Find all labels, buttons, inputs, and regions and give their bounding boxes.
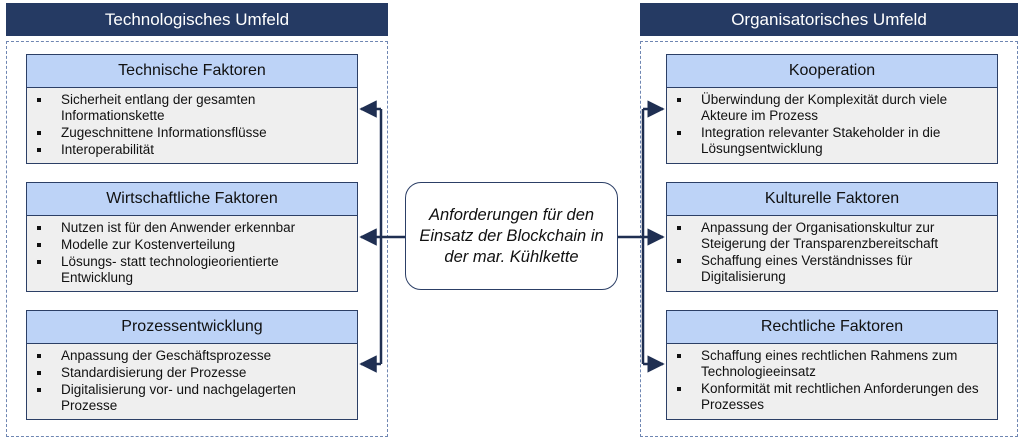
- list-item: Modelle zur Kostenverteilung: [37, 237, 351, 253]
- left-column-header: Technologisches Umfeld: [6, 3, 388, 36]
- list-item: Anpassung der Organisationskultur zur St…: [677, 220, 991, 252]
- factor-prozessentwicklung: Prozessentwicklung Anpassung der Geschäf…: [26, 310, 358, 420]
- list-item: Zugeschnittene Informationsflüsse: [37, 125, 351, 141]
- list-item: Sicherheit entlang der gesamten Informat…: [37, 92, 351, 124]
- factor-list: Überwindung der Komplexität durch viele …: [667, 88, 997, 157]
- factor-kooperation: Kooperation Überwindung der Komplexität …: [666, 54, 998, 164]
- factor-list: Anpassung der Geschäftsprozesse Standard…: [27, 344, 357, 414]
- list-item: Konformität mit rechtlichen Anforderunge…: [677, 381, 991, 413]
- list-item: Digitalisierung vor- und nachgelagerten …: [37, 382, 351, 414]
- list-item: Nutzen ist für den Anwender erkennbar: [37, 220, 351, 236]
- factor-title: Kulturelle Faktoren: [667, 183, 997, 216]
- left-group-box: [6, 41, 388, 437]
- right-column-header: Organisatorisches Umfeld: [640, 3, 1018, 36]
- factor-title: Prozessentwicklung: [27, 311, 357, 344]
- factor-title: Technische Faktoren: [27, 55, 357, 88]
- list-item: Standardisierung der Prozesse: [37, 365, 351, 381]
- central-requirement-label: Anforderungen für den Einsatz der Blockc…: [419, 205, 604, 266]
- factor-technische: Technische Faktoren Sicherheit entlang d…: [26, 54, 358, 164]
- factor-list: Schaffung eines rechtlichen Rahmens zum …: [667, 344, 997, 413]
- list-item: Schaffung eines Verständnisses für Digit…: [677, 253, 991, 285]
- factor-wirtschaftliche: Wirtschaftliche Faktoren Nutzen ist für …: [26, 182, 358, 292]
- factor-title: Rechtliche Faktoren: [667, 311, 997, 344]
- factor-kulturelle: Kulturelle Faktoren Anpassung der Organi…: [666, 182, 998, 292]
- list-item: Integration relevanter Stakeholder in di…: [677, 125, 991, 157]
- right-group-box: [640, 41, 1018, 437]
- list-item: Lösungs- statt technologieorientierte En…: [37, 254, 351, 286]
- list-item: Überwindung der Komplexität durch viele …: [677, 92, 991, 124]
- factor-title: Kooperation: [667, 55, 997, 88]
- central-requirement-node: Anforderungen für den Einsatz der Blockc…: [405, 182, 618, 290]
- factor-rechtliche: Rechtliche Faktoren Schaffung eines rech…: [666, 310, 998, 420]
- factor-title: Wirtschaftliche Faktoren: [27, 183, 357, 216]
- factor-list: Anpassung der Organisationskultur zur St…: [667, 216, 997, 285]
- factor-list: Sicherheit entlang der gesamten Informat…: [27, 88, 357, 158]
- factor-list: Nutzen ist für den Anwender erkennbar Mo…: [27, 216, 357, 286]
- list-item: Schaffung eines rechtlichen Rahmens zum …: [677, 348, 991, 380]
- list-item: Anpassung der Geschäftsprozesse: [37, 348, 351, 364]
- list-item: Interoperabilität: [37, 142, 351, 158]
